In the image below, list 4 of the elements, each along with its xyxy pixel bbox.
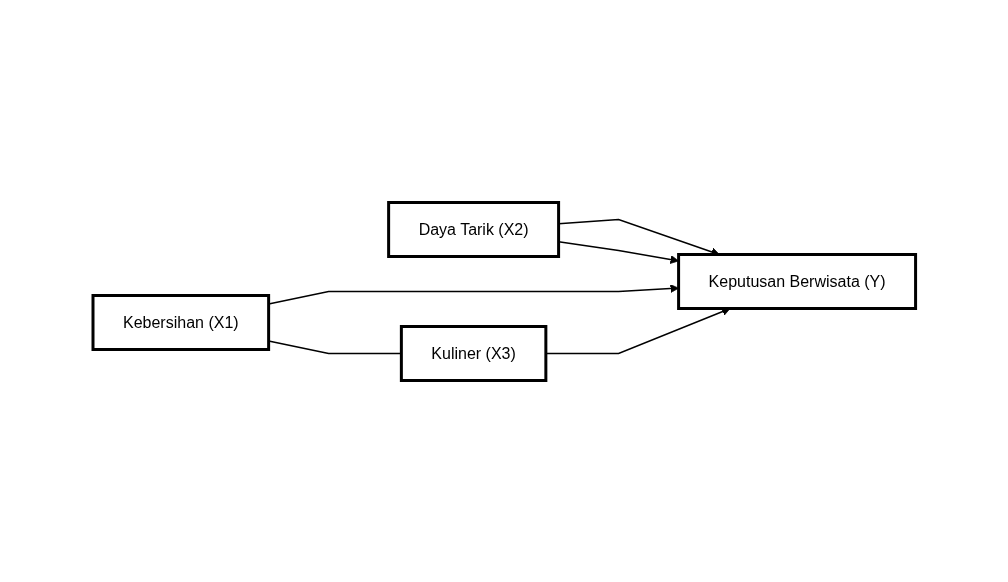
node-box: Kebersihan (X1) bbox=[91, 293, 270, 351]
node-box: Daya Tarik (X2) bbox=[386, 200, 560, 258]
node-box: Kuliner (X3) bbox=[399, 324, 548, 382]
node-box: Keputusan Berwisata (Y) bbox=[676, 252, 917, 310]
